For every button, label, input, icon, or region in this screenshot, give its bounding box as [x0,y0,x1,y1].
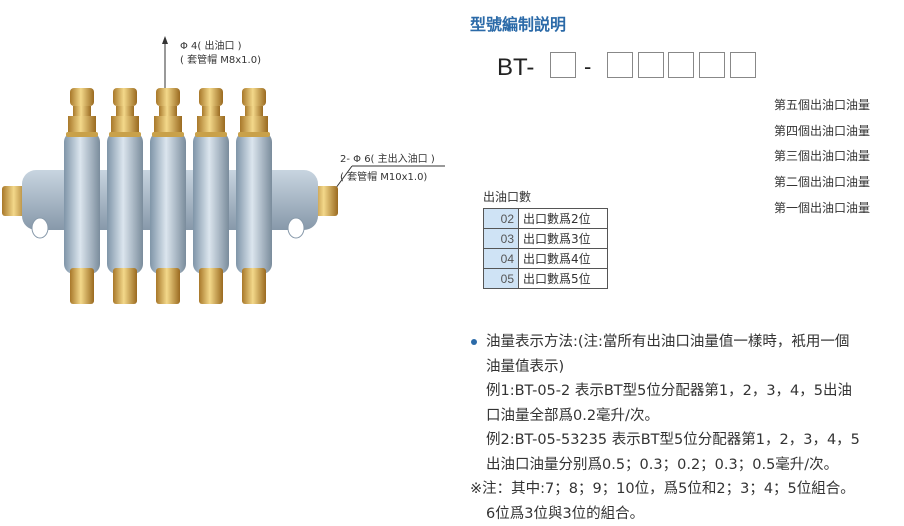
note-line: 油量值表示) [486,355,860,380]
outlet-label: 第四個出油口油量 [774,122,870,139]
note-line: 口油量全部爲0.2毫升/次。 [486,404,860,429]
oil-volume-box-5 [730,52,756,78]
desc-cell: 出口數爲3位 [519,229,608,249]
main-port-caption-line: 2- Φ 6( 主出入油口 ) [340,151,435,169]
code-cell: 04 [484,249,519,269]
oil-volume-notes: 油量表示方法:(注:當所有出油口油量值一樣時，衹用一個 油量值表示) 例1:BT… [486,330,860,477]
oil-volume-box-2 [638,52,664,78]
remark-line: 6位爲3位與3位的組合。 [470,502,855,526]
remark: ※注：其中:7；8；9；10位，爲5位和2；3；4；5位組合。 6位爲3位與3位… [470,477,855,526]
page-title: 型號編制説明 [470,11,566,35]
main-port-caption-line: ( 套管帽 M10x1.0) [340,169,435,187]
model-prefix: BT- [497,54,534,82]
oil-volume-box-3 [668,52,694,78]
desc-cell: 出口數爲2位 [519,209,608,229]
outlet-caption-line: Φ 4( 出油口 ) [180,40,261,54]
outlet-label: 第二個出油口油量 [774,173,870,190]
model-separator: - [584,54,591,80]
oil-volume-box-1 [607,52,633,78]
outlet-count-header: 出油口數 [483,188,531,205]
note-line: 油量表示方法:(注:當所有出油口油量值一樣時，衹用一個 [486,330,860,355]
main-port-caption: 2- Φ 6( 主出入油口 ) ( 套管帽 M10x1.0) [340,151,435,187]
bullet-icon [471,339,477,345]
outlet-count-box [550,52,576,78]
code-cell: 03 [484,229,519,249]
desc-cell: 出口數爲5位 [519,269,608,289]
note-line: 例2:BT-05-53235 表示BT型5位分配器第1，2，3，4，5 [486,428,860,453]
note-line: 出油口油量分别爲0.5；0.3；0.2；0.3；0.5毫升/次。 [486,453,860,478]
outlet-label: 第三個出油口油量 [774,147,870,164]
desc-cell: 出口數爲4位 [519,249,608,269]
code-cell: 05 [484,269,519,289]
outlet-caption: Φ 4( 出油口 ) ( 套管帽 M8x1.0) [180,40,261,68]
outlet-label: 第一個出油口油量 [774,199,870,216]
code-cell: 02 [484,209,519,229]
oil-volume-box-4 [699,52,725,78]
remark-line: ※注：其中:7；8；9；10位，爲5位和2；3；4；5位組合。 [470,477,855,502]
outlet-caption-line: ( 套管帽 M8x1.0) [180,54,261,68]
note-line: 例1:BT-05-2 表示BT型5位分配器第1，2，3，4，5出油 [486,379,860,404]
outlet-label: 第五個出油口油量 [774,96,870,113]
